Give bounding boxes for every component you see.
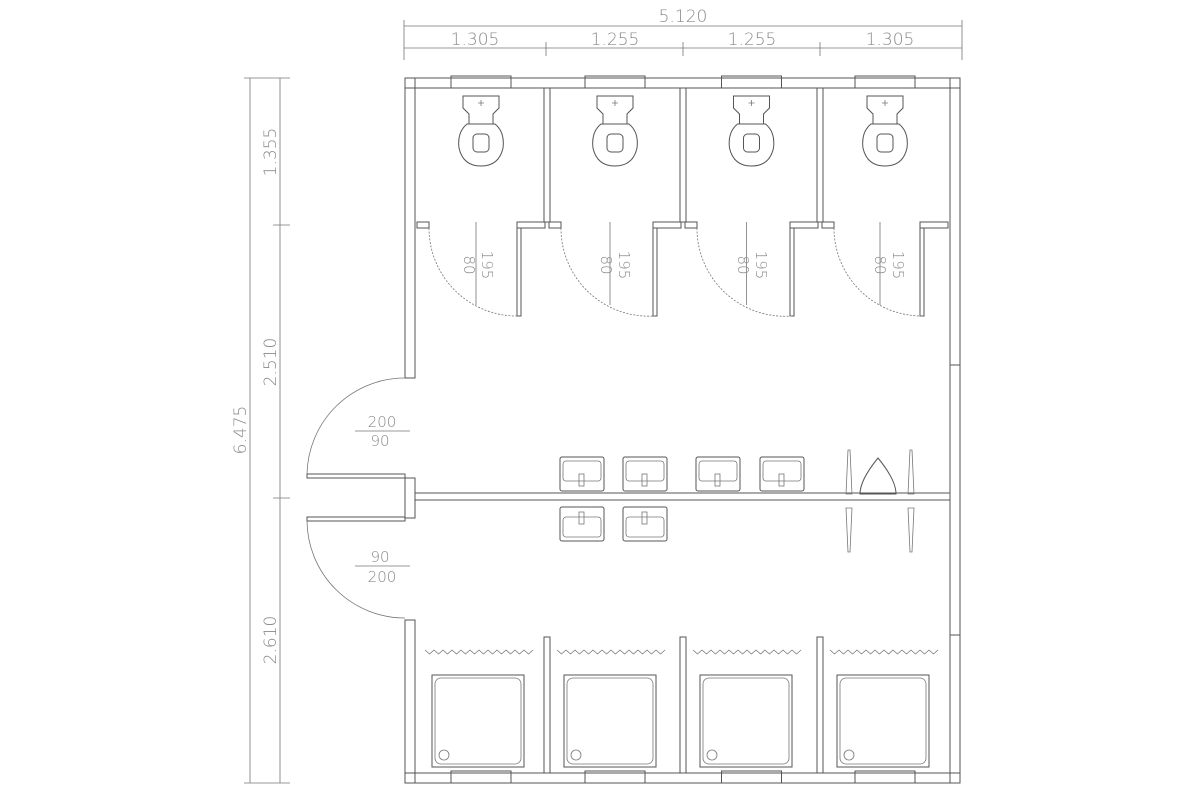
toilet-icon bbox=[592, 95, 638, 167]
window bbox=[450, 75, 512, 784]
door-size-label: 90 bbox=[370, 548, 389, 566]
shower-tray-icon bbox=[692, 649, 802, 768]
dimension-total-height: 6.475 bbox=[231, 406, 251, 455]
urinal-icon bbox=[845, 449, 915, 495]
dimension-segment: 1.255 bbox=[728, 30, 777, 50]
stall-door[interactable] bbox=[684, 221, 819, 317]
dimension-segment: 1.305 bbox=[451, 30, 500, 50]
stall-door-label: 80 bbox=[734, 255, 752, 274]
stall-door[interactable] bbox=[821, 221, 949, 317]
washbasin-icon bbox=[559, 456, 605, 492]
washbasin-icon bbox=[695, 456, 741, 492]
entry-door-upper[interactable] bbox=[306, 377, 410, 479]
toilet-icon bbox=[458, 95, 504, 167]
dimension-segment: 1.355 bbox=[261, 128, 281, 177]
stall-door-label: 80 bbox=[597, 255, 615, 274]
door-size-label: 200 bbox=[368, 568, 397, 586]
stall-door-label: 80 bbox=[460, 255, 478, 274]
stall-partition bbox=[816, 87, 824, 774]
dimension-segment: 2.610 bbox=[261, 616, 281, 665]
stall-door-label: 195 bbox=[889, 251, 907, 280]
stall-door[interactable] bbox=[548, 221, 682, 317]
door-size-label: 90 bbox=[370, 432, 389, 450]
window bbox=[854, 75, 916, 784]
washbasin-icon bbox=[559, 506, 605, 542]
washbasin-icon bbox=[622, 456, 668, 492]
stall-door-label: 80 bbox=[871, 255, 889, 274]
dimension-total-width: 5.120 bbox=[659, 7, 708, 27]
stall-partition bbox=[543, 87, 551, 774]
dimension-segment: 1.255 bbox=[591, 30, 640, 50]
toilet-icon bbox=[728, 95, 775, 167]
urinal-icon bbox=[845, 507, 915, 553]
window bbox=[584, 75, 646, 784]
toilet-icon bbox=[862, 95, 908, 167]
shower-tray-icon bbox=[424, 649, 534, 768]
dimension-segment: 2.510 bbox=[261, 338, 281, 387]
window bbox=[721, 75, 782, 784]
dimension-segment: 1.305 bbox=[866, 30, 915, 50]
washbasin-icon bbox=[759, 456, 805, 492]
stall-door-label: 195 bbox=[752, 251, 770, 280]
stall-door-label: 195 bbox=[615, 251, 633, 280]
door-size-label: 200 bbox=[368, 413, 397, 431]
stall-door[interactable] bbox=[416, 221, 546, 317]
walls bbox=[404, 77, 961, 784]
entry-door-lower[interactable] bbox=[306, 516, 410, 619]
washbasin-icon bbox=[622, 506, 668, 542]
dimension-lines bbox=[244, 20, 963, 784]
shower-tray-icon bbox=[556, 649, 666, 768]
stall-door-label: 195 bbox=[478, 251, 496, 280]
shower-tray-icon bbox=[829, 649, 939, 768]
stall-partition bbox=[679, 87, 687, 774]
